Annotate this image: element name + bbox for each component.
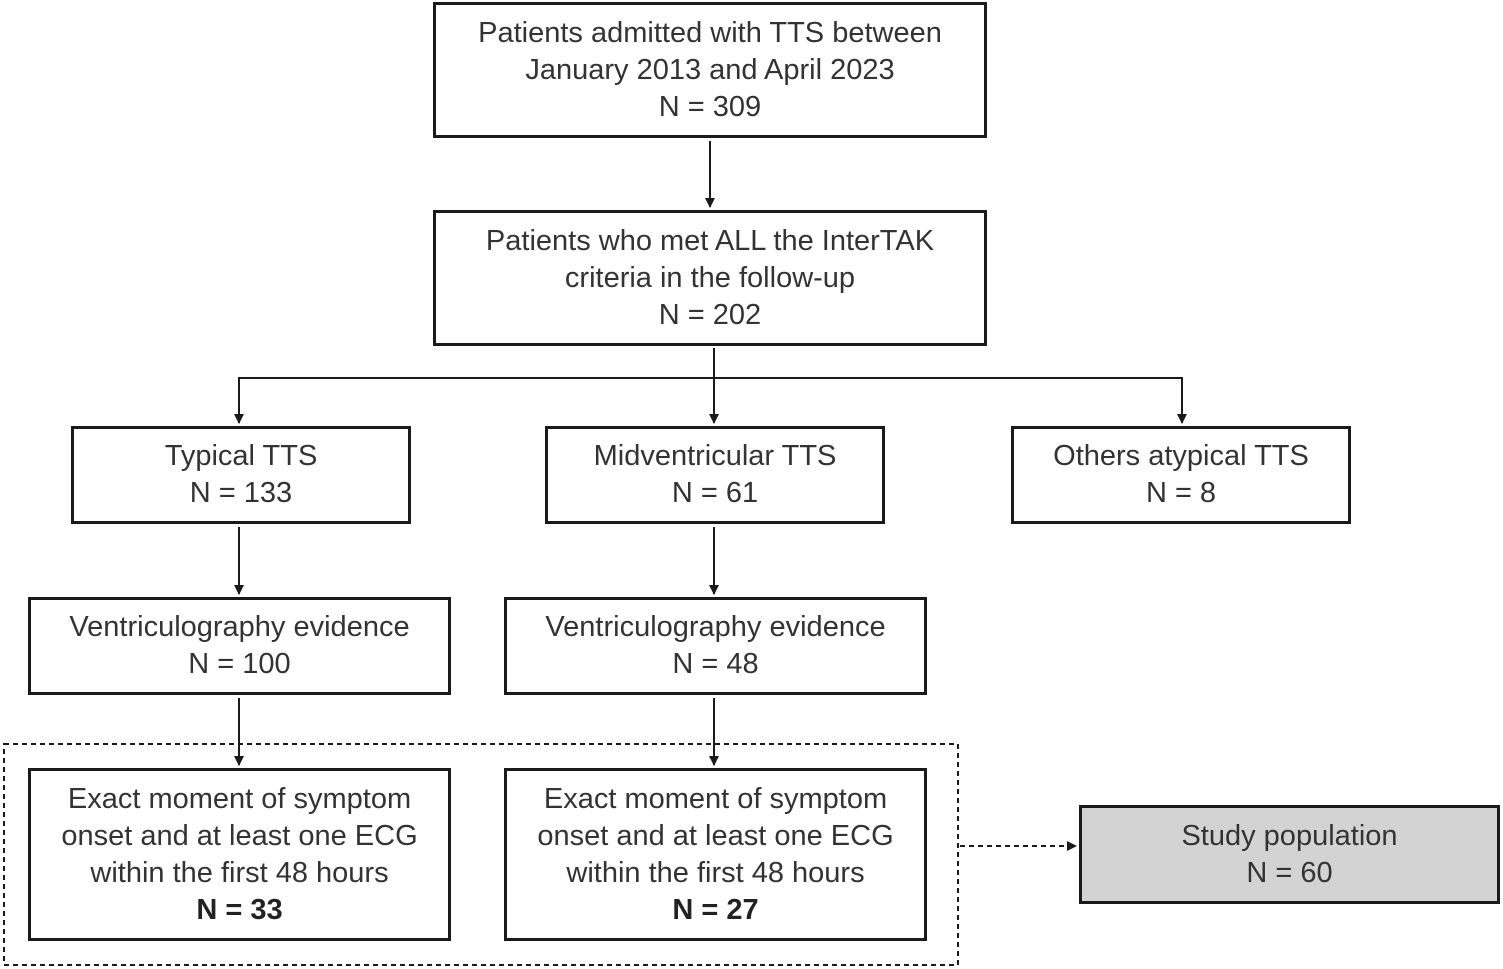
box-count: N = 33 [196,893,283,926]
box-intertak-criteria: Patients who met ALL the InterTAK criter… [433,210,987,346]
box-count: N = 309 [658,90,762,123]
box-text-line: onset and at least one ECG [61,819,418,852]
box-others-atypical-tts: Others atypical TTS N = 8 [1011,426,1351,524]
box-count: N = 27 [672,893,759,926]
box-text-line: Others atypical TTS [1053,440,1309,472]
box-ventriculography-typical: Ventriculography evidence N = 100 [28,597,451,695]
box-text-line: within the first 48 hours [90,856,389,889]
box-text-line: Typical TTS [164,440,318,472]
box-count: N = 202 [658,298,762,331]
box-count: N = 48 [672,648,759,680]
box-ecg-onset-typical: Exact moment of symptom onset and at lea… [28,768,451,941]
box-typical-tts: Typical TTS N = 133 [71,426,411,524]
box-study-population: Study population N = 60 [1079,805,1500,904]
box-text-line: Exact moment of symptom [67,782,412,815]
box-text-line: Ventriculography evidence [69,611,410,643]
box-count: N = 133 [189,477,293,509]
box-text-line: Study population [1181,819,1398,852]
box-text-line: Patients admitted with TTS between [478,16,942,49]
box-midventricular-tts: Midventricular TTS N = 61 [545,426,885,524]
selection-group-dashed-outline [3,743,959,966]
box-text-line: January 2013 and April 2023 [525,53,895,86]
box-text-line: criteria in the follow-up [564,261,856,294]
box-text-line: Ventriculography evidence [545,611,886,643]
box-text-line: Exact moment of symptom [543,782,888,815]
box-count: N = 61 [671,477,759,509]
box-ecg-onset-midventricular: Exact moment of symptom onset and at lea… [504,768,927,941]
box-count: N = 100 [188,648,291,680]
box-text-line: onset and at least one ECG [537,819,894,852]
box-patients-admitted: Patients admitted with TTS between Janua… [433,2,987,138]
box-text-line: Midventricular TTS [593,440,837,472]
box-count: N = 60 [1246,856,1333,889]
box-ventriculography-midventricular: Ventriculography evidence N = 48 [504,597,927,695]
box-text-line: Patients who met ALL the InterTAK [485,224,935,257]
box-count: N = 8 [1145,477,1217,509]
box-text-line: within the first 48 hours [566,856,865,889]
